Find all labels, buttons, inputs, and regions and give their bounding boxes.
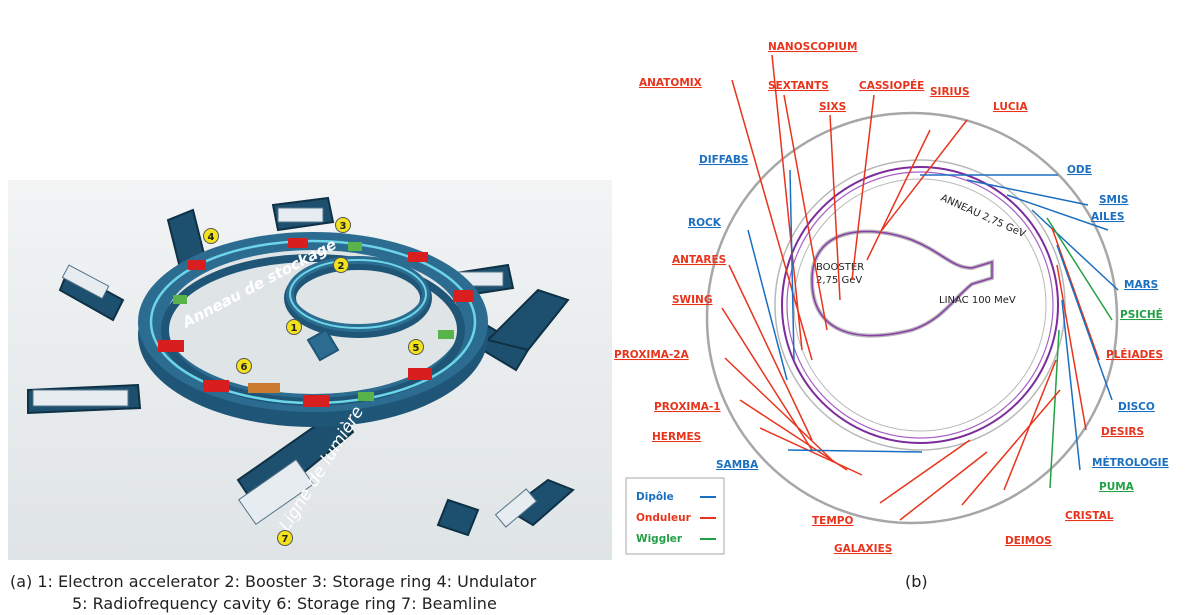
marker-1: 1 [286, 319, 302, 335]
beamline-label-swing: SWING [672, 294, 712, 306]
beamline-label-nanoscopium: NANOSCOPIUM [768, 41, 857, 53]
beamline-line-diffabs [789, 169, 795, 361]
beamline-line-sirius [866, 129, 931, 261]
numbered-markers: 1 2 3 4 5 6 7 [203, 217, 424, 546]
beamline-label-cassiopée: CASSIOPÉE [859, 79, 924, 92]
svg-text:1: 1 [291, 323, 298, 334]
beamline-label-proxima-2a: PROXIMA-2A [614, 349, 690, 361]
beamline-label-pléiades: PLÉIADES [1106, 348, 1163, 361]
beamline-label-sextants: SEXTANTS [768, 80, 829, 92]
linac [306, 328, 340, 362]
beamline-label-mars: MARS [1124, 279, 1158, 291]
beamline-line-sixs [829, 114, 841, 301]
svg-text:3: 3 [340, 221, 347, 232]
beamline-line-cassiopée [851, 94, 875, 281]
legend-label-2: Wiggler [636, 533, 683, 545]
beamline-line-samba [787, 449, 923, 453]
beamline-lines [721, 54, 1119, 521]
beamline-label-deimos: DEIMOS [1005, 535, 1052, 547]
caption-b: (b) [905, 572, 928, 591]
beamline-line-galaxies [899, 451, 988, 521]
beamline-line-rock [747, 229, 788, 381]
beamline-label-psiché: PSICHÉ [1120, 308, 1163, 321]
beamline-line-puma [1049, 329, 1060, 489]
synchrotron-illustration: Anneau de stockage Ligne de lumière 1 2 … [8, 180, 612, 560]
beamline-line-métrologie [1061, 299, 1081, 471]
beamline-line-sextants [783, 94, 828, 331]
booster-ring [284, 256, 432, 338]
svg-text:7: 7 [282, 534, 289, 545]
beamline-label-sirius: SIRIUS [930, 86, 970, 98]
svg-text:4: 4 [208, 232, 215, 243]
beamline-line-disco [1056, 244, 1113, 401]
marker-3: 3 [335, 217, 351, 233]
marker-5: 5 [408, 339, 424, 355]
beamline-labels: NANOSCOPIUM ANATOMIX SEXTANTS SIXS CASSIOPÉE… [614, 41, 1169, 555]
beamline-label-hermes: HERMES [652, 431, 701, 443]
caption-a-line1: (a) 1: Electron accelerator 2: Booster 3… [10, 572, 537, 591]
beamline-label-disco: DISCO [1118, 401, 1155, 413]
outer-ring [705, 111, 1119, 525]
beamline-line-hermes [759, 427, 863, 476]
svg-text:5: 5 [413, 343, 420, 354]
beamline-label-sixs: SIXS [819, 101, 846, 113]
storage-ring-schematic [774, 159, 1066, 451]
marker-6: 6 [236, 358, 252, 374]
legend-label-0: Dipôle [636, 491, 674, 503]
marker-2: 2 [333, 257, 349, 273]
beamline-line-deimos [961, 389, 1061, 506]
ring-label: ANNEAU 2,75 GeV [939, 193, 1027, 240]
linac-label: LINAC 100 MeV [939, 295, 1016, 306]
svg-text:2: 2 [338, 261, 345, 272]
beamline-line-antares [728, 264, 813, 441]
beamline-label-puma: PUMA [1099, 481, 1135, 493]
booster-schematic [809, 229, 994, 338]
beamline-label-rock: ROCK [688, 217, 722, 229]
legend-label-1: Onduleur [636, 512, 692, 524]
beamline-label-ailes: AILES [1091, 211, 1124, 223]
beamline-label-cristal: CRISTAL [1065, 510, 1114, 522]
beamline-label-lucia: LUCIA [993, 101, 1028, 113]
caption-a-line2: 5: Radiofrequency cavity 6: Storage ring… [72, 594, 497, 613]
ring-magnets [158, 238, 473, 407]
beamline-label-proxima-1: PROXIMA-1 [654, 401, 721, 413]
beamline-label-desirs: DESIRS [1101, 426, 1144, 438]
beamline-label-tempo: TEMPO [812, 515, 853, 527]
beamline-line-desirs [1056, 264, 1087, 431]
beamline-line-smis [966, 179, 1089, 206]
beamline-line-proxima-1 [739, 399, 848, 471]
beamline-line-proxima-2a [724, 357, 833, 461]
beamline-line-mars [1031, 209, 1119, 291]
beamline-label-diffabs: DIFFABS [699, 154, 748, 166]
booster-label-line1: BOOSTER [816, 262, 864, 273]
beamline-label-samba: SAMBA [716, 459, 759, 471]
beamline-line-psiché [1046, 217, 1113, 321]
svg-text:6: 6 [241, 362, 248, 373]
beamline-line-pléiades [1051, 227, 1100, 361]
beamline-label-métrologie: MÉTROLOGIE [1092, 456, 1169, 469]
soleil-beamline-map: ANNEAU 2,75 GeV BOOSTER 2,75 GeV LINAC 1… [614, 41, 1169, 555]
beamline-line-anatomix [731, 79, 813, 361]
beamline-label-smis: SMIS [1099, 194, 1128, 206]
beamline-label-galaxies: GALAXIES [834, 543, 892, 555]
beamline-label-anatomix: ANATOMIX [639, 77, 702, 89]
beamline-line-nanoscopium [771, 54, 803, 351]
beamline-label-antares: ANTARES [672, 254, 726, 266]
beamline-line-ailes [1006, 194, 1109, 231]
beamline-label-ode: ODE [1067, 164, 1092, 176]
beamline-line-tempo [879, 439, 971, 504]
marker-7: 7 [277, 530, 293, 546]
marker-4: 4 [203, 228, 219, 244]
